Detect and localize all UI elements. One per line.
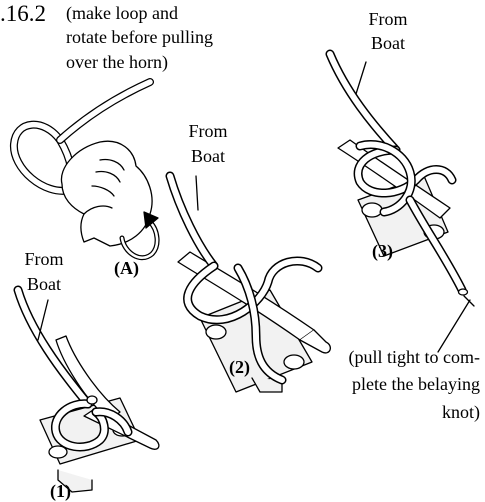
- hand-with-loop-illustration: [14, 82, 158, 258]
- step-a-note-line-2: rotate before pulling: [66, 26, 213, 49]
- step-2-from-line-1: From: [180, 120, 236, 143]
- step-3-from-line-1: From: [360, 8, 416, 31]
- step-1-illustration: [18, 290, 159, 492]
- step-3-from-line-2: Boat: [360, 32, 416, 55]
- step-3-note-line-1: (pull tight to com-: [300, 346, 480, 369]
- step-3-tag: (3): [372, 240, 393, 263]
- figure-number: .16.2: [0, 2, 46, 25]
- step-2-from-line-2: Boat: [180, 145, 236, 168]
- step-a-note-line-3: over the horn): [66, 51, 168, 74]
- step-1-from-line-1: From: [16, 248, 72, 271]
- step-1-tag: (1): [50, 480, 71, 502]
- step-3-note-line-2: plete the belaying: [300, 373, 480, 396]
- step-2-tag: (2): [229, 356, 250, 379]
- step-a-tag: (A): [114, 257, 139, 280]
- step-a-note-line-1: (make loop and: [66, 2, 178, 25]
- step-3-illustration: [330, 54, 474, 352]
- step-3-note-line-3: knot): [300, 401, 480, 424]
- step-1-from-line-2: Boat: [16, 273, 72, 296]
